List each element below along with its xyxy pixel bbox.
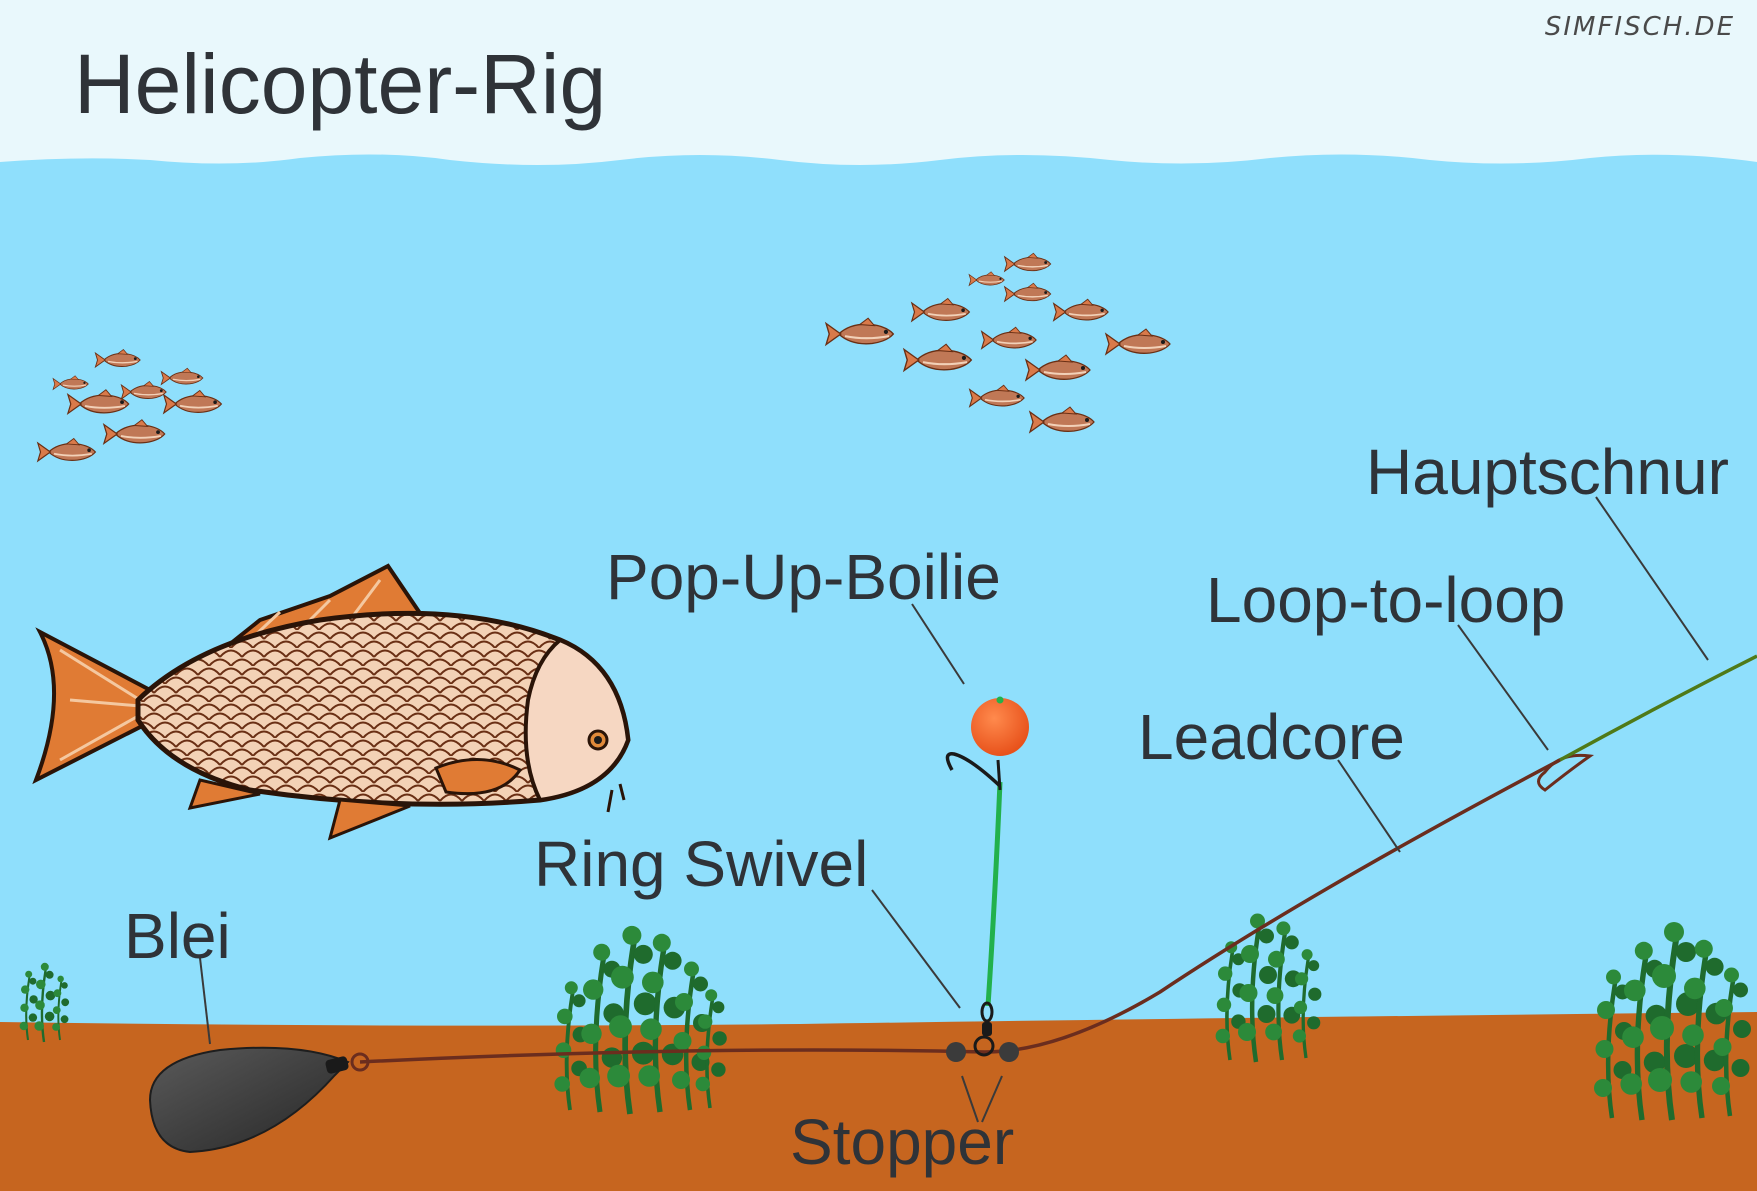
label-loop-to-loop: Loop-to-loop: [1206, 564, 1566, 636]
leader-stopper-left: [961, 1075, 979, 1123]
label-stopper: Stopper: [790, 1106, 1015, 1178]
leader-stopper-right: [981, 1075, 1003, 1123]
label-hauptschnur: Hauptschnur: [1366, 436, 1729, 508]
stopper-bead-right: [999, 1042, 1019, 1062]
leader-blei: [199, 957, 211, 1045]
leader-loop-to-loop: [1457, 624, 1549, 751]
leadcore-line: [359, 758, 1561, 1064]
hook: [945, 752, 1002, 788]
hooklink: [985, 781, 1003, 1007]
leader-hauptschnur: [1595, 496, 1709, 661]
leader-pop-up-boilie: [911, 603, 965, 685]
label-leadcore: Leadcore: [1138, 701, 1405, 773]
water-body: [0, 154, 1757, 1191]
label-pop-up-boilie: Pop-Up-Boilie: [606, 541, 1001, 613]
label-ring-swivel: Ring Swivel: [534, 828, 869, 900]
leader-lines: [199, 496, 1709, 1123]
main-line: [1559, 654, 1757, 762]
watermark: SIMFISCH.DE: [1544, 12, 1735, 42]
label-blei: Blei: [124, 900, 231, 972]
lead-weight: [148, 1046, 370, 1154]
ring-swivel: [973, 1001, 995, 1057]
sky-background: [0, 0, 1757, 170]
diagram-title: Helicopter-Rig: [74, 37, 607, 131]
hair-stop: [996, 759, 1002, 791]
stopper-bead-left: [946, 1042, 966, 1062]
leader-leadcore: [1337, 759, 1401, 853]
boilie-top-knot: [996, 696, 1004, 704]
carp-illustration: [32, 563, 631, 841]
pop-up-boilie: [971, 698, 1029, 756]
leader-ring-swivel: [871, 889, 961, 1009]
